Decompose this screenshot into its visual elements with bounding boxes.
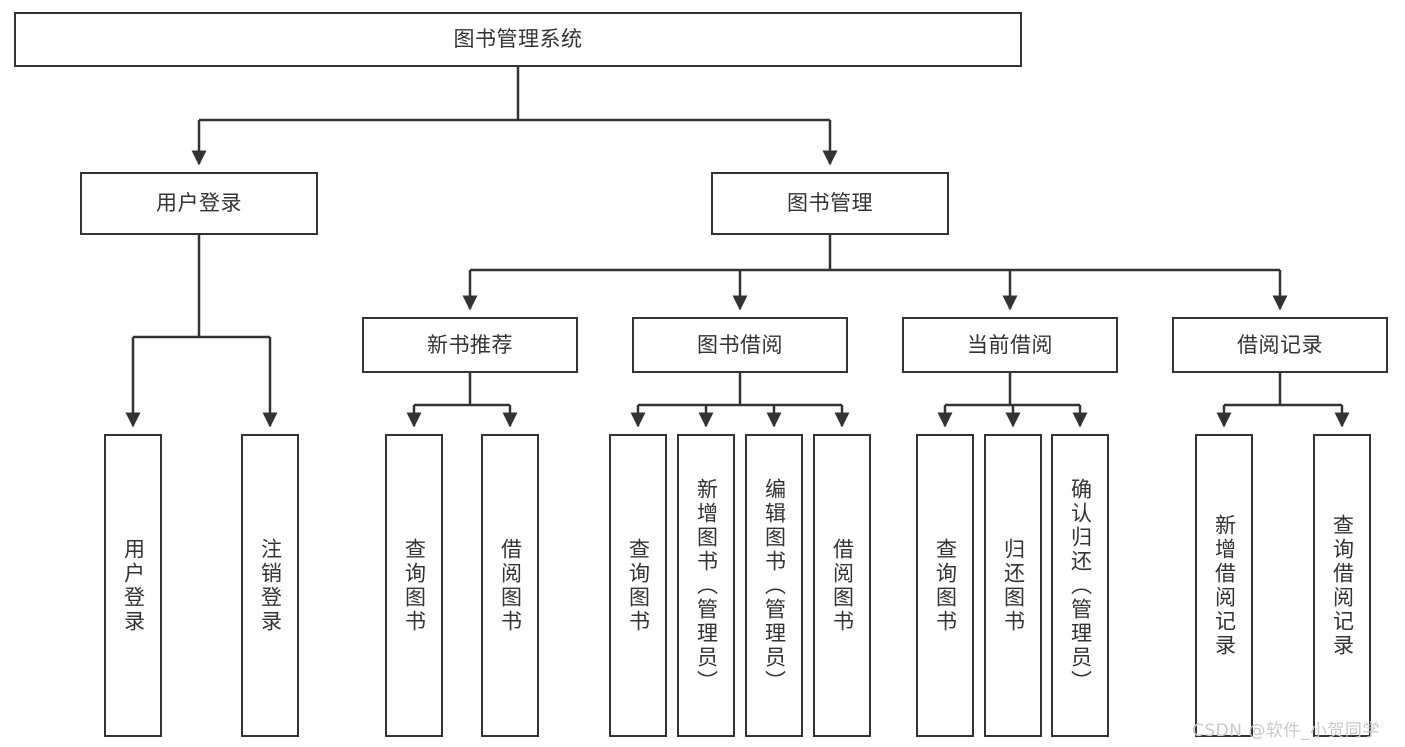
node-user-login[interactable]: 用户登录 bbox=[80, 172, 318, 235]
leaf-newbook-query-books-label: 查询图书 bbox=[402, 537, 427, 634]
leaf-currentborrow-return-books-label: 归还图书 bbox=[1001, 537, 1026, 634]
leaf-currentborrow-return-books[interactable]: 归还图书 bbox=[984, 434, 1042, 737]
node-root[interactable]: 图书管理系统 bbox=[14, 12, 1022, 67]
node-borrow-record[interactable]: 借阅记录 bbox=[1172, 317, 1388, 373]
leaf-currentborrow-confirm-return-admin-label: 确认归还（管理员） bbox=[1068, 477, 1093, 694]
node-user-login-label: 用户登录 bbox=[156, 191, 242, 216]
leaf-bookborrow-edit-book-admin[interactable]: 编辑图书（管理员） bbox=[745, 434, 803, 737]
leaf-bookborrow-add-book-admin[interactable]: 新增图书（管理员） bbox=[677, 434, 735, 737]
leaf-bookborrow-query-books-label: 查询图书 bbox=[626, 537, 651, 634]
node-book-management-label: 图书管理 bbox=[787, 191, 873, 216]
node-borrow-record-label: 借阅记录 bbox=[1237, 332, 1323, 357]
node-new-book-recommend-label: 新书推荐 bbox=[427, 332, 513, 357]
leaf-logout-label: 注销登录 bbox=[258, 537, 283, 634]
leaf-bookborrow-borrow-books[interactable]: 借阅图书 bbox=[813, 434, 871, 737]
leaf-logout[interactable]: 注销登录 bbox=[241, 434, 299, 737]
node-new-book-recommend[interactable]: 新书推荐 bbox=[362, 317, 578, 373]
leaf-bookborrow-edit-book-admin-label: 编辑图书（管理员） bbox=[762, 477, 787, 694]
node-book-borrow-label: 图书借阅 bbox=[697, 332, 783, 357]
leaf-currentborrow-query-books[interactable]: 查询图书 bbox=[916, 434, 974, 737]
node-current-borrow-label: 当前借阅 bbox=[967, 332, 1053, 357]
leaf-bookborrow-add-book-admin-label: 新增图书（管理员） bbox=[694, 477, 719, 694]
leaf-user-login[interactable]: 用户登录 bbox=[104, 434, 162, 737]
leaf-user-login-label: 用户登录 bbox=[121, 537, 146, 634]
node-current-borrow[interactable]: 当前借阅 bbox=[902, 317, 1118, 373]
leaf-bookborrow-borrow-books-label: 借阅图书 bbox=[830, 537, 855, 634]
node-book-management[interactable]: 图书管理 bbox=[711, 172, 949, 235]
leaf-borrowrecord-query-record-label: 查询借阅记录 bbox=[1330, 513, 1355, 658]
leaf-bookborrow-query-books[interactable]: 查询图书 bbox=[609, 434, 667, 737]
leaf-currentborrow-confirm-return-admin[interactable]: 确认归还（管理员） bbox=[1051, 434, 1109, 737]
leaf-borrowrecord-query-record[interactable]: 查询借阅记录 bbox=[1313, 434, 1371, 737]
leaf-currentborrow-query-books-label: 查询图书 bbox=[933, 537, 958, 634]
csdn-watermark: CSDN @软件_小贺同学 bbox=[1192, 721, 1380, 741]
leaf-borrowrecord-add-record-label: 新增借阅记录 bbox=[1212, 513, 1237, 658]
leaf-newbook-query-books[interactable]: 查询图书 bbox=[385, 434, 443, 737]
leaf-newbook-borrow-books-label: 借阅图书 bbox=[498, 537, 523, 634]
node-book-borrow[interactable]: 图书借阅 bbox=[632, 317, 848, 373]
leaf-newbook-borrow-books[interactable]: 借阅图书 bbox=[481, 434, 539, 737]
leaf-borrowrecord-add-record[interactable]: 新增借阅记录 bbox=[1195, 434, 1253, 737]
node-root-label: 图书管理系统 bbox=[453, 27, 583, 52]
